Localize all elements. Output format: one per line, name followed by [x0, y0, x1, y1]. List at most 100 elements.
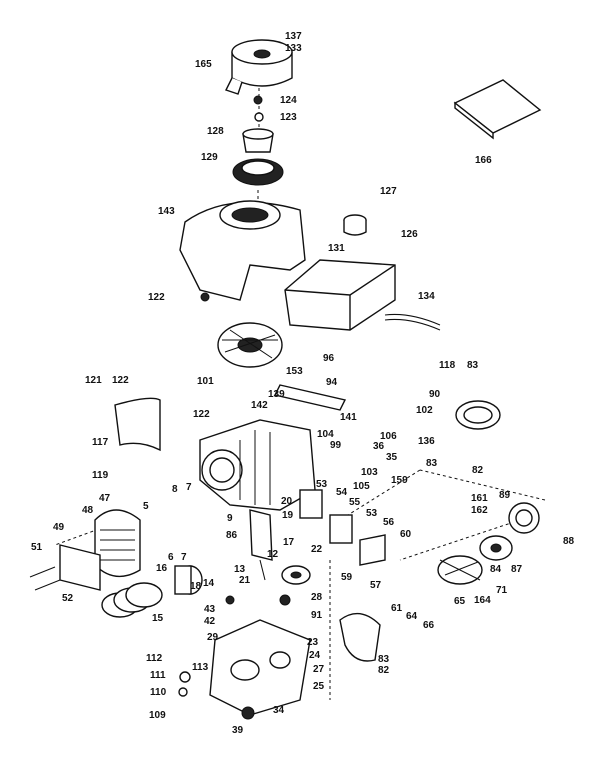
part-label: 122 — [148, 292, 165, 303]
part-label: 109 — [149, 710, 166, 721]
gasket-53b — [329, 514, 353, 544]
part-label: 35 — [386, 452, 398, 463]
part-label: 101 — [197, 376, 214, 387]
part-label: 103 — [361, 467, 378, 478]
drain-plug-34 — [241, 706, 255, 720]
part-label: 121 — [85, 375, 102, 386]
part-label: 134 — [418, 291, 435, 302]
part-label: 64 — [406, 611, 418, 622]
part-label: 137 — [285, 31, 302, 42]
part-label: 21 — [239, 575, 251, 586]
part-label: 119 — [92, 470, 109, 481]
part-label: 17 — [283, 537, 295, 548]
bolt-52 — [34, 579, 61, 591]
part-label: 6 — [168, 552, 174, 563]
bracket-56 — [359, 534, 386, 566]
part-label: 136 — [418, 436, 435, 447]
part-label: 56 — [383, 517, 395, 528]
part-label: 123 — [280, 112, 297, 123]
part-label: 25 — [313, 681, 325, 692]
part-label: 110 — [150, 687, 167, 698]
part-label: 83 — [378, 654, 390, 665]
part-label: 159 — [391, 475, 408, 486]
air-cleaner-cover — [225, 39, 293, 95]
bolt-51 — [29, 566, 56, 578]
crankshaft — [249, 509, 273, 581]
exhaust-shroud — [339, 612, 381, 662]
part-label: 165 — [195, 59, 212, 70]
part-label: 59 — [341, 572, 353, 583]
nut-122 — [200, 292, 210, 302]
part-label: 13 — [234, 564, 246, 575]
part-label: 128 — [207, 126, 224, 137]
starter-gear-89 — [508, 502, 540, 534]
fuel-tank — [284, 259, 396, 331]
element-cup — [242, 128, 274, 153]
part-label: 102 — [416, 405, 433, 416]
part-label: 71 — [496, 585, 508, 596]
part-label: 28 — [311, 592, 323, 603]
part-label: 9 — [227, 513, 233, 524]
gasket-53 — [299, 489, 323, 519]
plug-111 — [179, 671, 191, 683]
part-label: 112 — [146, 653, 163, 664]
part-label: 143 — [158, 206, 175, 217]
engine-block — [199, 419, 316, 511]
part-label: 22 — [311, 544, 323, 555]
part-label: 118 — [439, 360, 456, 371]
part-label: 20 — [281, 496, 293, 507]
part-label: 36 — [373, 441, 385, 452]
part-label: 61 — [391, 603, 403, 614]
part-label: 66 — [423, 620, 435, 631]
cam-gear — [281, 565, 311, 585]
part-label: 7 — [181, 552, 187, 563]
part-label: 90 — [429, 389, 441, 400]
part-label: 129 — [201, 152, 218, 163]
part-label: 34 — [273, 705, 285, 716]
nut-124 — [253, 95, 263, 105]
part-label: 88 — [563, 536, 575, 547]
part-label: 82 — [378, 665, 390, 676]
part-label: 47 — [99, 493, 111, 504]
part-label: 162 — [471, 505, 488, 516]
part-label: 57 — [370, 580, 382, 591]
part-label: 117 — [92, 437, 109, 448]
part-label: 86 — [226, 530, 238, 541]
part-label: 111 — [150, 670, 166, 681]
part-label: 27 — [313, 664, 325, 675]
part-label: 12 — [267, 549, 279, 560]
fuel-line — [384, 314, 441, 326]
part-label: 16 — [156, 563, 168, 574]
part-label: 51 — [31, 542, 43, 553]
head-plate-49 — [59, 544, 101, 591]
part-label: 94 — [326, 377, 338, 388]
part-label: 29 — [207, 632, 219, 643]
part-label: 113 — [192, 662, 209, 673]
part-label: 84 — [490, 564, 502, 575]
part-label: 82 — [472, 465, 484, 476]
part-label: 104 — [317, 429, 334, 440]
part-label: 106 — [380, 431, 397, 442]
part-label: 52 — [62, 593, 74, 604]
part-label: 122 — [193, 409, 210, 420]
starter-cup-90 — [455, 400, 501, 430]
alignment-lines — [54, 88, 546, 700]
fuel-line-2 — [384, 319, 441, 331]
part-label: 83 — [467, 360, 479, 371]
engine-sump — [209, 619, 311, 716]
part-label: 99 — [330, 440, 342, 451]
part-28 — [279, 594, 291, 606]
part-label: 142 — [251, 400, 268, 411]
cylinder-head — [94, 509, 141, 578]
pulley-87 — [479, 535, 513, 561]
part-label: 60 — [400, 529, 412, 540]
cylinder-baffle — [114, 397, 161, 452]
part-label: 141 — [340, 412, 357, 423]
part-label: 54 — [336, 487, 348, 498]
part-label: 133 — [285, 43, 302, 54]
part-label: 43 — [204, 604, 216, 615]
part-label: 83 — [426, 458, 438, 469]
part-label: 53 — [316, 479, 328, 490]
part-label: 131 — [328, 243, 345, 254]
